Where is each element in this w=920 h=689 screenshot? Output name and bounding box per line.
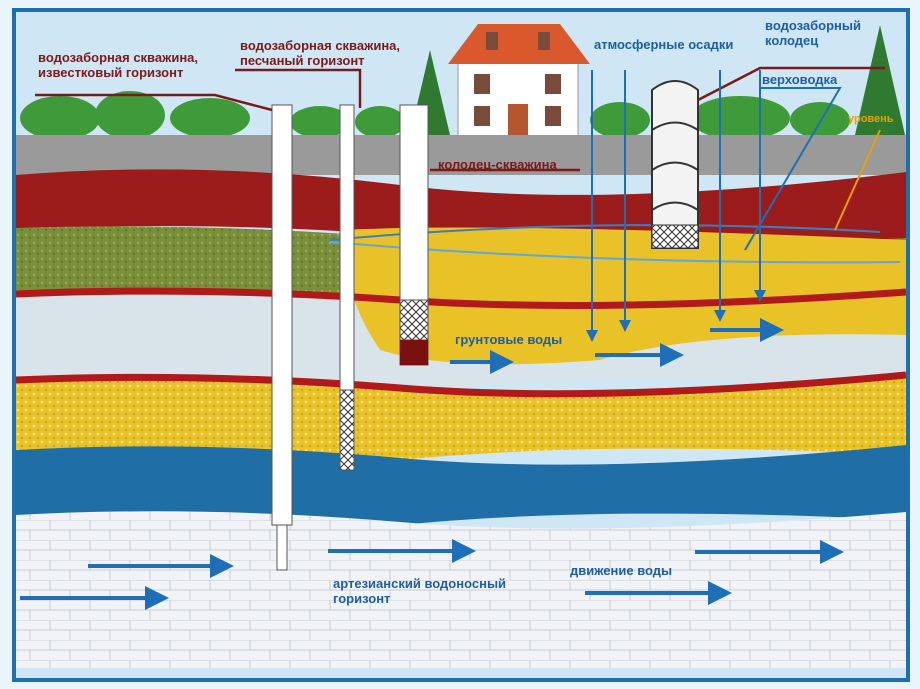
aquifer-layer xyxy=(16,445,906,533)
precipitation-label: атмосферные осадки xyxy=(594,37,734,52)
level-label: уровень xyxy=(848,113,894,125)
topsoil-layer xyxy=(16,135,906,175)
groundwater-label: грунтовые воды xyxy=(455,332,563,347)
limestone-well-pipe xyxy=(271,104,293,526)
limestone-well-label: водозаборная скважина,известковый горизо… xyxy=(38,50,199,80)
flow-arrows xyxy=(20,318,844,610)
sand-layer xyxy=(16,375,906,469)
borehole-label: колодец-скважина xyxy=(438,157,557,172)
precipitation-arrows xyxy=(586,70,766,342)
sand-well-label: водозаборная скважина,песчаный горизонт xyxy=(240,38,401,68)
vegetation xyxy=(20,25,905,140)
water-movement-label: движение воды xyxy=(570,563,673,578)
house-icon xyxy=(448,24,590,137)
perched-water-label: верховодка xyxy=(762,72,838,87)
leader-lines xyxy=(35,66,885,172)
intake-well-icon xyxy=(651,80,699,249)
limestone-layer xyxy=(16,511,906,668)
